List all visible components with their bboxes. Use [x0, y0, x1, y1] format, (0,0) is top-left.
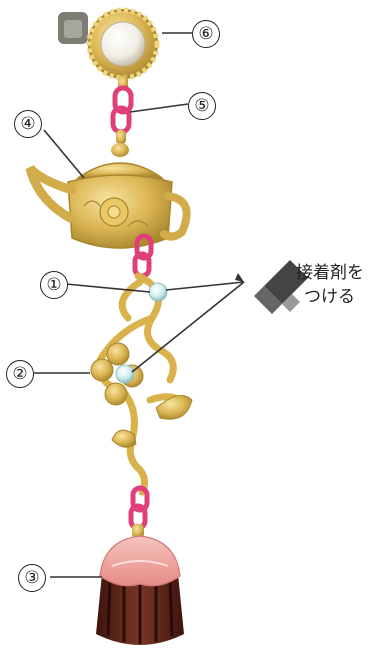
rhinestone-upper [149, 283, 167, 301]
label-2: ② [6, 360, 34, 388]
arrow-head [235, 273, 244, 282]
pearl-cabochon-setting [89, 10, 157, 90]
rhinestone-lower [116, 365, 134, 383]
label-4: ④ [14, 110, 42, 138]
teapot-charm [30, 143, 187, 248]
label-6: ⑥ [192, 20, 220, 48]
chain-links-top [113, 88, 131, 144]
label-5: ⑤ [188, 92, 216, 120]
glue-instruction-line2: つける [304, 286, 355, 308]
canele-cake-charm [96, 536, 184, 645]
earring-post [58, 12, 88, 44]
label-3: ③ [18, 564, 46, 592]
chain-links-bottom [131, 488, 147, 538]
glue-instruction-line1: 接着剤を [296, 262, 364, 284]
label-1: ① [40, 271, 68, 299]
